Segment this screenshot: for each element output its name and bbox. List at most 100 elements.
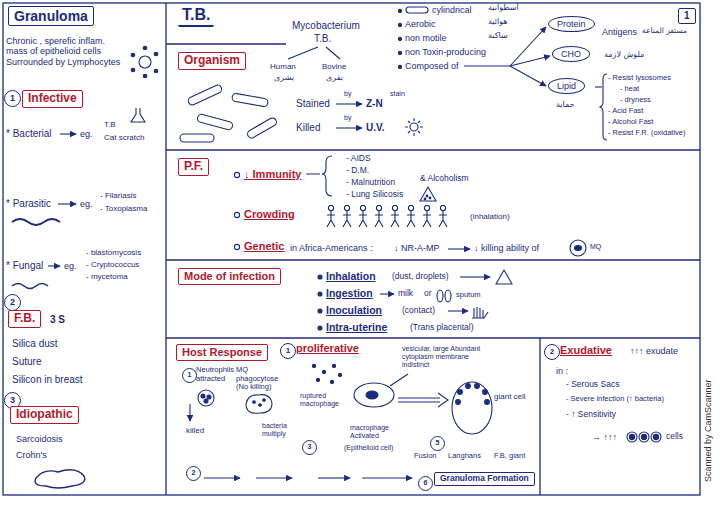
heading-box: F.B. [8,310,41,328]
heading-box: Granuloma Formation [434,472,535,486]
note-text: - ↑ Sensitivity [566,410,616,420]
note-text: sputum [456,291,481,300]
node-text: Organism [184,54,240,68]
note-text: Silicon in breast [12,374,83,386]
note-text: Inhalation [326,270,376,282]
note-text: eg. [80,129,93,139]
note-text: Aerobic [405,19,436,29]
arabic-gloss: مستفز المناعة [642,27,687,36]
node-text: Idiopathic [16,408,73,422]
arabic-gloss: هوائية [488,17,508,26]
node-text: T.B. [182,6,210,24]
note-text: Ingestion [326,287,373,299]
note-text: Chronic , sperefic inflam. mass of epith… [6,36,124,67]
node-text: Granuloma Formation [440,474,529,484]
note-text: Crohn's [16,450,47,460]
note-text: Z-N [366,98,383,110]
note-text: - Resist F.R. (oxidative) [608,129,686,138]
heading-box: Idiopathic [10,406,79,424]
note-text: T.B. [314,33,331,45]
note-text: 3 S [50,314,65,326]
note-text: MQ [590,243,601,251]
note-text: vesicular, large Abundant cytoplasm memb… [402,345,484,369]
note-text: ↓ NR-A-MP [394,243,440,253]
node-text: 5 [436,439,440,447]
note-text: Bovine [322,62,346,71]
node-text: 2 [192,469,196,477]
note-text: (Epithelioid cell) [344,444,393,452]
callout-number: 6 [418,476,433,491]
arabic-gloss: أسطوانية [488,3,519,12]
note-text: T.B [104,120,116,129]
heading-text: Exudative [560,344,612,357]
heading-box: Granuloma [8,6,94,26]
note-text: Intra-uterine [326,321,387,333]
node-text: 1 [10,93,15,103]
note-text: * Fungal [6,260,43,272]
note-text: Antigens [602,27,637,37]
note-text: Mycobacterium [292,20,360,32]
node-text: Host Response [182,346,262,359]
component-ellipse: Protein [548,16,595,32]
note-text: Stained [296,98,330,110]
node-text: 1 [684,10,690,22]
note-text: U.V. [366,122,385,134]
node-text: P.F. [184,160,203,174]
note-text: - Lung Silicosis [346,190,403,200]
heading-text: Crowding [244,208,295,221]
note-text: eg. [64,261,77,271]
note-text: - Filariasis [100,191,136,200]
heading-text: ↓ Immunity [244,168,301,181]
note-text: macrophage Activated [350,424,406,440]
note-text: ↓ killing ability of [474,243,539,253]
node-text: 1 [188,371,192,379]
callout-number: 2 [186,466,201,481]
node-text: 6 [424,479,428,487]
note-text: by [344,90,351,98]
note-text: - blastomycosis [86,248,141,257]
note-text: - Acid Fast [608,107,643,116]
note-text: - Resist lysosomes [608,74,671,83]
note-text: Inoculation [326,304,382,316]
note-text: * Bacterial [6,128,52,140]
node-text: 1 [286,346,290,355]
note-text: - Toxoplasma [100,204,147,213]
note-text: (inhalation) [470,212,510,221]
node-text: Lipid [557,81,576,91]
node-text: 2 [550,347,554,356]
note-text: - D.M. [346,166,369,176]
arabic-gloss: بقرى [326,73,343,82]
note-text: F.B. giant [494,452,525,461]
note-text: eg. [80,199,93,209]
note-text: non motile [405,33,447,43]
component-ellipse: CHO [552,46,590,62]
callout-number: 1 [182,368,197,383]
node-text: Mode of infection [184,270,275,283]
note-text: Composed of [405,61,459,71]
node-text: F.B. [14,312,35,326]
note-text: in : [556,366,568,376]
heading-box: Host Response [176,344,268,361]
note-text: or [424,289,432,299]
arabic-gloss: بشرى [274,73,294,82]
callout-number: 1 [280,343,296,359]
note-text: bacteria multiply [262,422,302,438]
callout-number: 2 [544,344,560,360]
note-text: cells [666,432,683,442]
node-text: 2 [10,297,15,307]
note-text: Killed [296,122,320,134]
arabic-gloss: حماية [556,100,575,109]
arabic-gloss: ملوش لازمة [604,50,644,59]
heading-box: Organism [178,52,246,70]
callout-number: 1 [4,90,21,107]
note-text: Cat scratch [104,133,144,142]
note-text: cylindrical [432,5,472,15]
note-text: Human [270,62,296,71]
note-text: Silica dust [12,338,58,350]
heading-box: 1 [678,8,696,24]
note-text: - heat [620,85,639,94]
note-text: ↑↑↑ exudate [630,346,678,356]
note-text: (contact) [402,306,435,316]
